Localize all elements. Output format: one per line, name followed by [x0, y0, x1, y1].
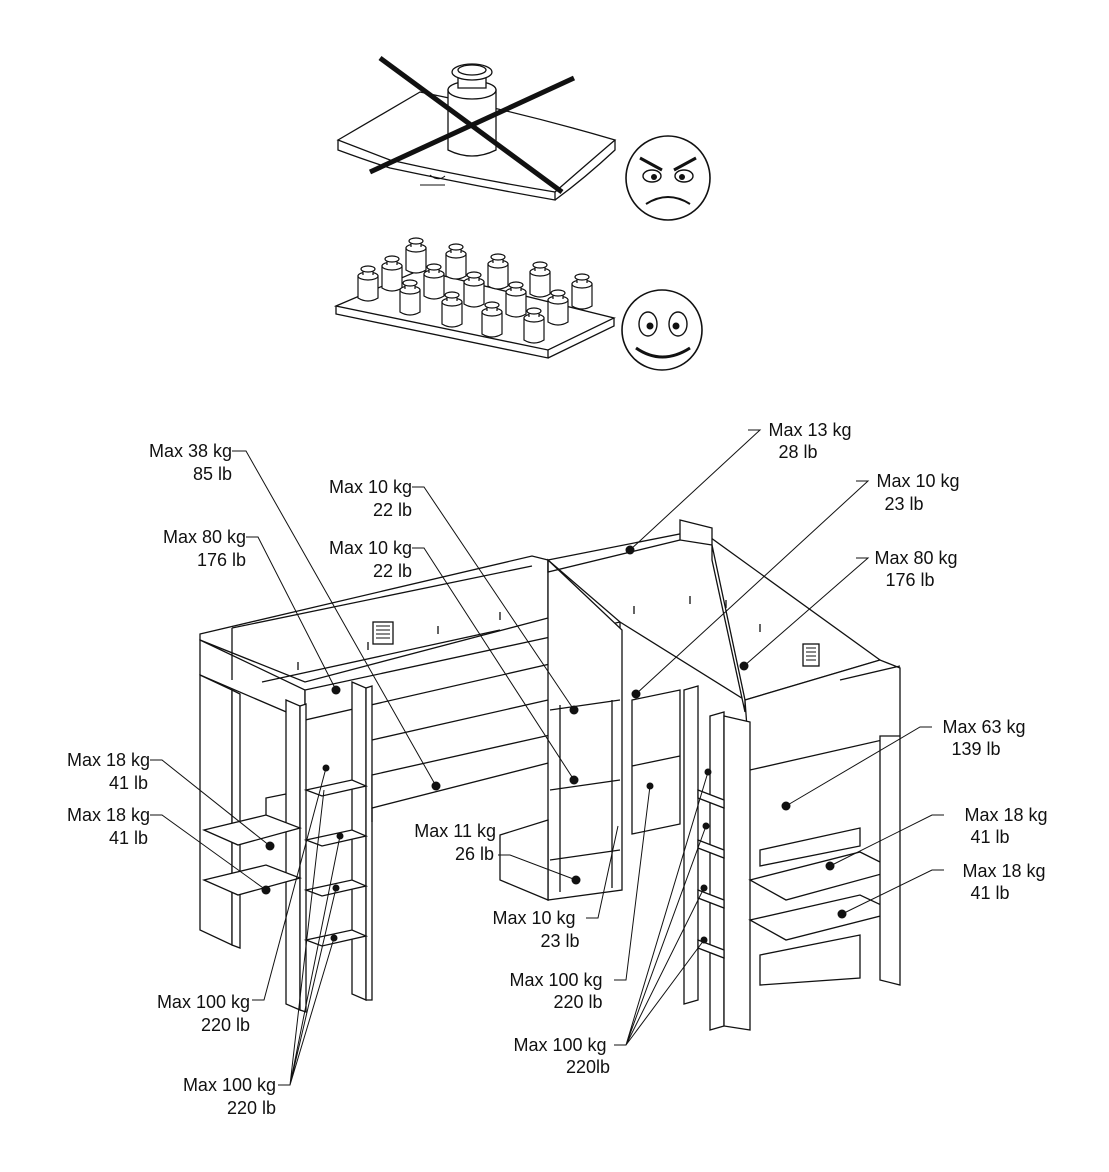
callout-lb: 220lb	[566, 1057, 610, 1077]
callout-desk-surface: Max 11 kg 26 lb	[414, 821, 496, 864]
callout-right-shelf-1: Max 18 kg 41 lb	[964, 805, 1047, 847]
angry-face-icon	[625, 135, 711, 221]
callout-ladder-left-steps: Max 100 kg 220 lb	[183, 1075, 276, 1118]
small-weight-icon	[481, 301, 503, 338]
small-weight-icon	[571, 273, 593, 310]
callout-kg: Max 13 kg	[768, 420, 851, 440]
callout-lb: 26 lb	[455, 844, 494, 864]
callout-desk-shelf-mid: Max 10 kg 22 lb	[329, 538, 412, 581]
small-weight-icon	[405, 237, 427, 274]
small-weight-icon	[463, 271, 485, 308]
callout-ladder-right-steps: Max 100 kg 220lb	[513, 1035, 610, 1077]
callout-desk-shelf-upper: Max 10 kg 22 lb	[329, 477, 412, 520]
callout-rear-top: Max 13 kg 28 lb	[768, 420, 851, 462]
callout-lb: 23 lb	[884, 494, 923, 514]
small-weight-icon	[445, 243, 467, 280]
callout-kg: Max 18 kg	[962, 861, 1045, 881]
callout-cabinet-bottom: Max 10 kg 23 lb	[492, 908, 579, 951]
small-weight-icon	[487, 253, 509, 290]
small-weight-icon	[441, 291, 463, 328]
callout-lb: 22 lb	[373, 561, 412, 581]
callout-right-desk: Max 63 kg 139 lb	[942, 717, 1025, 759]
callout-lb: 22 lb	[373, 500, 412, 520]
callout-lb: 176 lb	[197, 550, 246, 570]
callout-lb: 41 lb	[970, 827, 1009, 847]
callout-kg: Max 10 kg	[329, 477, 412, 497]
callout-lb: 220 lb	[553, 992, 602, 1012]
callout-bed-right: Max 80 kg 176 lb	[874, 548, 957, 590]
loft-bed-desk-drawing	[199, 519, 901, 1031]
callout-kg: Max 100 kg	[157, 992, 250, 1012]
callout-lb: 23 lb	[540, 931, 579, 951]
callout-ladder-left: Max 100 kg 220 lb	[157, 992, 250, 1035]
callout-lb: 139 lb	[951, 739, 1000, 759]
callout-kg: Max 100 kg	[513, 1035, 606, 1055]
small-weight-icon	[357, 265, 379, 302]
callout-kg: Max 18 kg	[964, 805, 1047, 825]
callout-kg: Max 80 kg	[874, 548, 957, 568]
distributed-weights-illustration	[333, 237, 616, 359]
callout-kg: Max 100 kg	[509, 970, 602, 990]
leader-lines	[150, 429, 944, 1086]
wrong-loading-illustration	[336, 55, 617, 201]
happy-face-icon	[621, 289, 703, 371]
callout-loft-left: Max 38 kg 85 lb	[149, 441, 232, 484]
small-weight-icon	[529, 261, 551, 298]
callout-kg: Max 38 kg	[149, 441, 232, 461]
small-weight-icon	[523, 307, 545, 344]
small-weight-icon	[505, 281, 527, 318]
small-weight-icon	[381, 255, 403, 292]
callout-lb: 85 lb	[193, 464, 232, 484]
callout-kg: Max 18 kg	[67, 805, 150, 825]
callout-right-shelf-2: Max 18 kg 41 lb	[962, 861, 1045, 903]
callout-ladder-mid: Max 100 kg 220 lb	[509, 970, 602, 1012]
callout-lb: 176 lb	[885, 570, 934, 590]
callout-kg: Max 80 kg	[163, 527, 246, 547]
callout-lb: 41 lb	[109, 828, 148, 848]
small-weight-icon	[399, 279, 421, 316]
small-weight-icon	[547, 289, 569, 326]
callout-kg: Max 100 kg	[183, 1075, 276, 1095]
callout-lb: 220 lb	[201, 1015, 250, 1035]
callout-lb: 28 lb	[778, 442, 817, 462]
callout-left-shelf-2: Max 18 kg 41 lb	[67, 805, 150, 848]
callout-kg: Max 18 kg	[67, 750, 150, 770]
callout-kg: Max 63 kg	[942, 717, 1025, 737]
callout-kg: Max 11 kg	[414, 821, 496, 841]
callout-kg: Max 10 kg	[492, 908, 575, 928]
callout-kg: Max 10 kg	[329, 538, 412, 558]
callout-kg: Max 10 kg	[876, 471, 959, 491]
load-points	[261, 545, 847, 944]
callout-bed-left: Max 80 kg 176 lb	[163, 527, 246, 570]
callout-lb: 220 lb	[227, 1098, 276, 1118]
small-weight-icon	[423, 263, 445, 300]
callout-right-shelf-top: Max 10 kg 23 lb	[876, 471, 959, 514]
callout-lb: 41 lb	[970, 883, 1009, 903]
callout-lb: 41 lb	[109, 773, 148, 793]
callout-left-shelf-1: Max 18 kg 41 lb	[67, 750, 150, 793]
